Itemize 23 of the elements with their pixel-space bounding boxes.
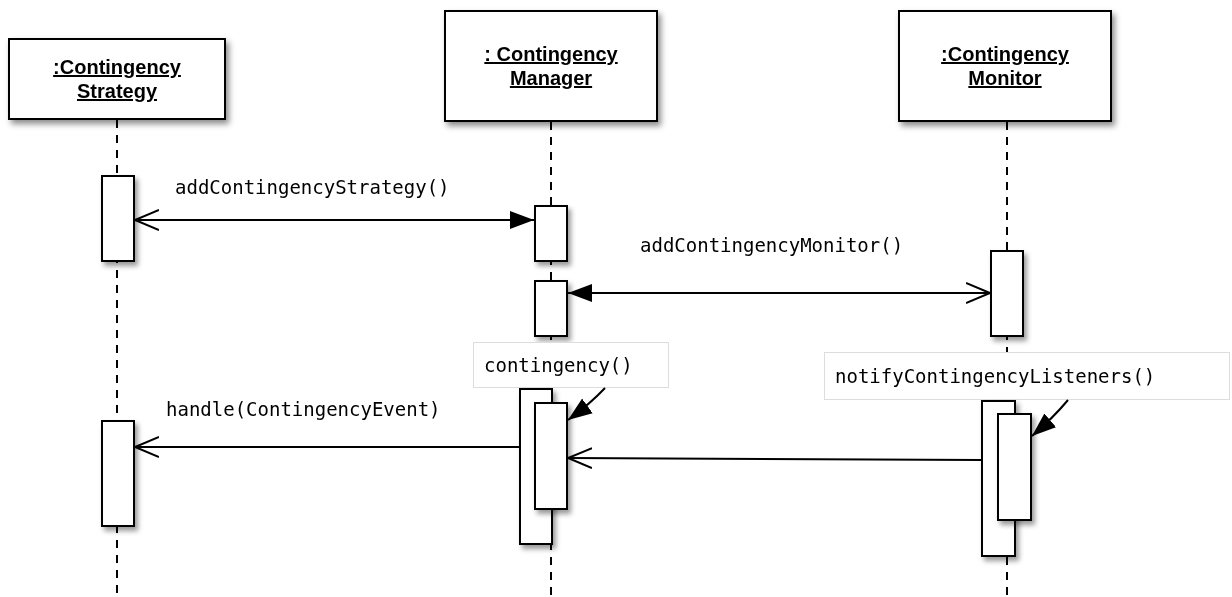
participant-box bbox=[444, 10, 658, 122]
note-box bbox=[824, 352, 1230, 400]
activation-bar bbox=[997, 413, 1032, 521]
activation-bar bbox=[101, 420, 135, 527]
participant-box bbox=[8, 38, 226, 120]
note-text: contingency() bbox=[484, 354, 633, 376]
note-text: notifyContingencyListeners() bbox=[835, 365, 1156, 387]
message-arrow bbox=[567, 447, 982, 470]
activation-bar bbox=[990, 250, 1024, 337]
participant-box bbox=[898, 10, 1112, 122]
message-arrow bbox=[567, 282, 991, 304]
activation-bar bbox=[534, 205, 568, 262]
activation-bar bbox=[534, 280, 568, 337]
leader-arrow bbox=[567, 387, 606, 421]
participant-name: :Contingency Strategy bbox=[52, 55, 182, 103]
participant-name: : Contingency Manager bbox=[483, 42, 619, 90]
message-arrow bbox=[134, 209, 535, 231]
note-box bbox=[473, 342, 669, 388]
leader-arrow bbox=[1031, 399, 1069, 437]
activation-bar bbox=[101, 175, 135, 262]
activation-bar bbox=[534, 402, 568, 510]
participant-name: :Contingency Monitor bbox=[940, 42, 1070, 90]
message-arrow bbox=[134, 436, 520, 458]
